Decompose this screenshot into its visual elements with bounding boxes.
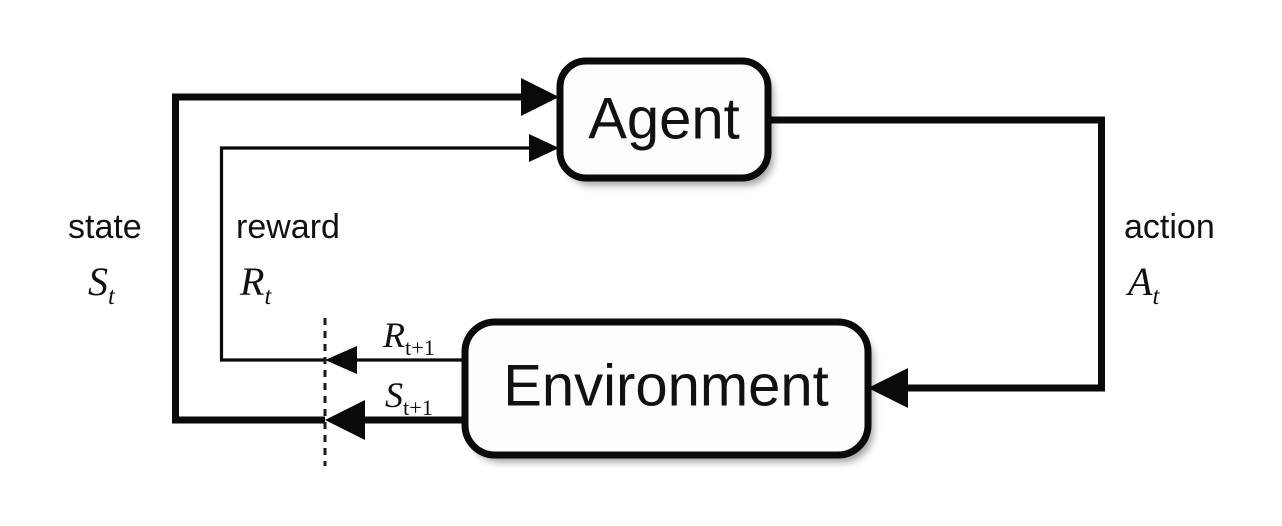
edge-action-to-environment [768,116,1105,408]
environment-box-shadow-fill [465,322,868,455]
state-symbol-label: St [88,259,116,310]
state-label-group: state St [68,208,142,310]
action-word-label: action [1124,208,1215,246]
next-state-arrowhead [325,400,365,440]
next-state-symbol-subscript: t+1 [403,395,433,420]
edge-next-reward-out [325,346,465,374]
action-label-group: action At [1124,208,1215,310]
reward-arrowhead-into-agent [529,134,559,162]
agent-box-outline [556,57,772,182]
state-arrowhead-into-agent [521,78,559,116]
action-symbol-base: A [1125,259,1153,304]
reward-path-line [219,146,534,362]
agent-label: Agent [588,86,740,151]
next-reward-symbol-base: R [382,315,405,355]
reward-label-group: reward Rt [236,208,340,310]
edge-state-to-agent [172,78,559,424]
environment-label: Environment [503,353,829,418]
next-state-symbol-label: St+1 [385,375,433,420]
reward-word-label: reward [236,208,340,246]
action-arrowhead-into-environment [868,368,908,408]
node-environment[interactable]: Environment [461,318,872,459]
state-symbol-base: S [88,259,108,304]
reward-symbol-subscript: t [264,283,272,310]
edge-next-state-out [325,400,465,440]
next-reward-symbol-label: Rt+1 [382,315,435,360]
next-state-symbol-base: S [385,375,403,415]
environment-box-outline [461,318,872,459]
node-agent[interactable]: Agent [556,57,772,182]
agent-box-shadow-fill [560,61,768,178]
action-symbol-subscript: t [1152,283,1160,310]
reward-symbol-label: Rt [239,259,272,310]
state-word-label: state [68,208,142,246]
action-symbol-label: At [1125,259,1160,310]
next-reward-arrowhead [325,346,357,374]
reward-symbol-base: R [239,259,264,304]
edge-reward-to-agent [219,134,559,362]
action-path-line [768,116,1105,392]
state-symbol-subscript: t [108,283,116,310]
next-reward-symbol-subscript: t+1 [405,335,435,360]
state-path-line [172,93,530,424]
